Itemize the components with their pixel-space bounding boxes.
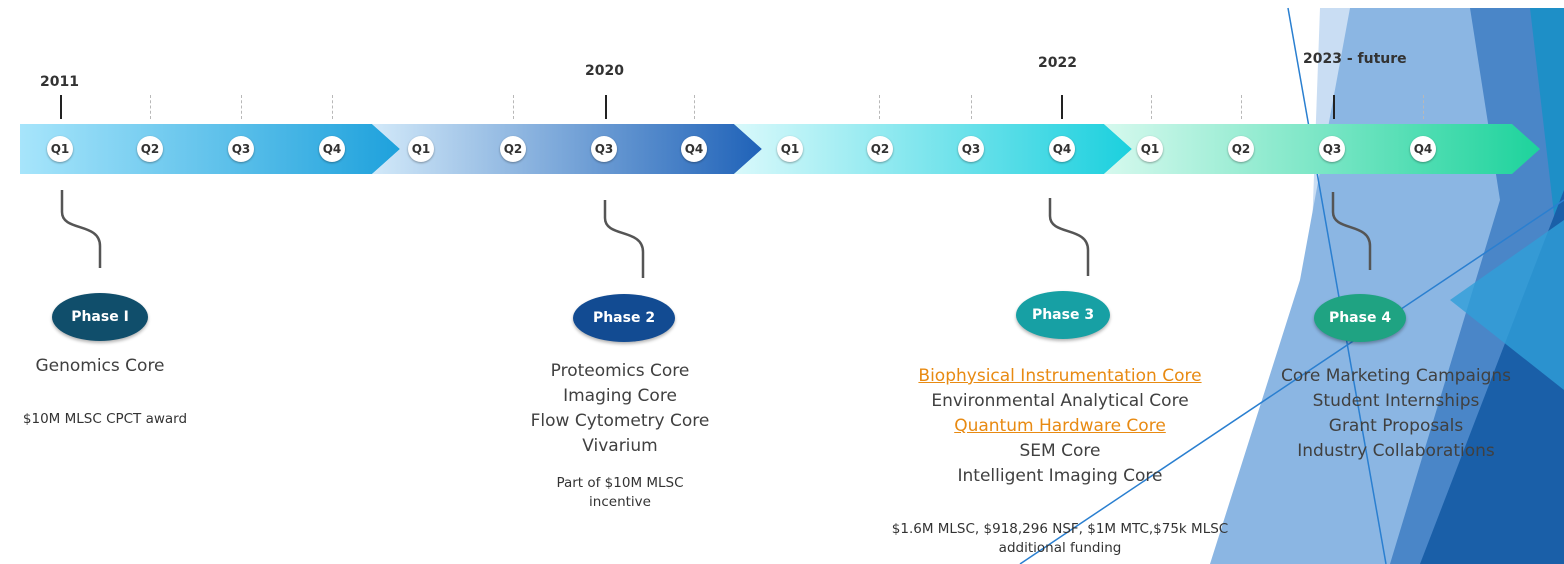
phase-3-item: Environmental Analytical Core [931,391,1189,411]
minor-tick [694,95,695,119]
phase-4-item: Student Internships [1312,391,1480,411]
minor-tick [1151,95,1152,119]
quarter-badge: Q1 [408,136,434,162]
minor-tick [879,95,880,119]
minor-tick [1241,95,1242,119]
phase-2-item: Imaging Core [563,386,677,406]
quarter-badge: Q2 [867,136,893,162]
decor-shape-arrow [1450,220,1564,390]
decor-line-1 [1287,7,1387,564]
quarter-badge: Q1 [1137,136,1163,162]
major-tick [605,95,607,119]
quarter-badge: Q4 [681,136,707,162]
quarter-badge: Q4 [1410,136,1436,162]
phase-4-badge: Phase 4 [1314,294,1406,342]
phase-3-note: $1.6M MLSC, $918,296 NSF, $1M MTC,$75k M… [860,520,1260,558]
quarter-badge: Q4 [319,136,345,162]
phase-2-note-line: Part of $10M MLSC [556,475,684,491]
major-tick [1061,95,1063,119]
quarter-badge: Q2 [500,136,526,162]
phase-3-item: Intelligent Imaging Core [957,466,1163,486]
quarter-badge: Q2 [1228,136,1254,162]
phase-2-item: Vivarium [582,436,658,456]
year-label-2020: 2020 [585,63,624,79]
year-label-2023-future: 2023 - future [1303,51,1407,67]
quarter-badge: Q1 [777,136,803,162]
phase-3-badge: Phase 3 [1016,291,1110,339]
decor-line-2 [1019,199,1564,564]
phase-3-items: Biophysical Instrumentation Core Environ… [895,364,1225,489]
phase-4-item: Core Marketing Campaigns [1280,366,1512,386]
phase-2-item: Proteomics Core [550,361,690,381]
phase-2-badge: Phase 2 [573,294,675,342]
quarter-badge: Q1 [47,136,73,162]
timeline-segment-2 [372,124,762,174]
phase-2-items: Proteomics Core Imaging Core Flow Cytome… [500,359,740,459]
year-label-2022: 2022 [1038,55,1077,71]
minor-tick [332,95,333,119]
minor-tick [241,95,242,119]
major-tick [60,95,62,119]
phase-4-item: Industry Collaborations [1297,441,1495,461]
quarter-badge: Q3 [228,136,254,162]
phase-1-badge: Phase I [52,293,148,341]
quarter-badge: Q3 [1319,136,1345,162]
phase-4-item: Grant Proposals [1328,416,1464,436]
phase-2-item: Flow Cytometry Core [530,411,710,431]
quarter-badge: Q2 [137,136,163,162]
phase-3-note-line: additional funding [998,540,1122,556]
phase-1-item: Genomics Core [35,356,165,376]
phase-3-item-link[interactable]: Quantum Hardware Core [954,416,1166,436]
timeline-segment-1 [20,124,400,174]
minor-tick [971,95,972,119]
phase-1-note-line: $10M MLSC CPCT award [22,411,188,427]
phase-3-item: SEM Core [1019,441,1101,461]
minor-tick [513,95,514,119]
minor-tick [150,95,151,119]
phase-4-items: Core Marketing Campaigns Student Interns… [1262,364,1530,464]
major-tick [1333,95,1335,119]
phase-1-items: Genomics Core [0,354,200,379]
quarter-badge: Q3 [958,136,984,162]
quarter-badge: Q4 [1049,136,1075,162]
quarter-badge: Q3 [591,136,617,162]
year-label-2011: 2011 [40,74,79,90]
phase-3-note-line: $1.6M MLSC, $918,296 NSF, $1M MTC,$75k M… [891,521,1229,537]
phase-2-note-line: incentive [589,494,651,510]
timeline-segment-3 [734,124,1132,174]
minor-tick [1423,95,1424,119]
phase-3-item-link[interactable]: Biophysical Instrumentation Core [918,366,1202,386]
phase-1-note: $10M MLSC CPCT award [0,410,210,429]
phase-2-note: Part of $10M MLSC incentive [520,474,720,512]
